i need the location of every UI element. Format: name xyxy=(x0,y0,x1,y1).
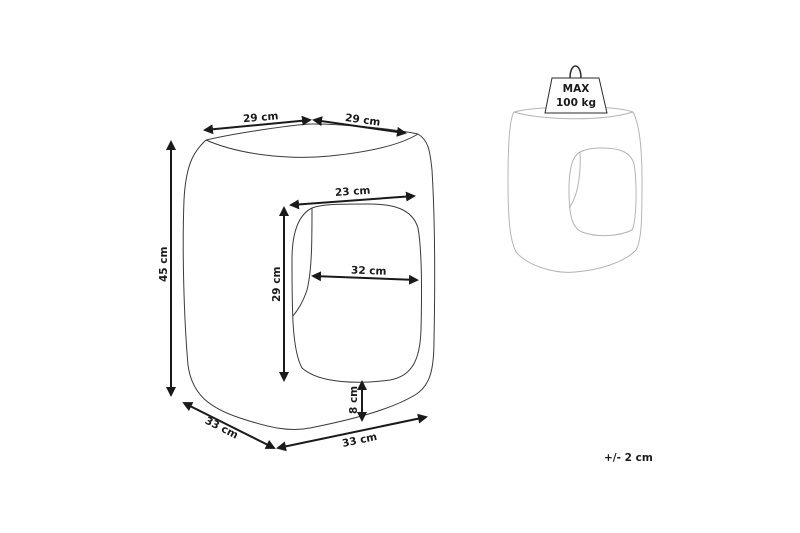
tolerance-note: +/- 2 cm xyxy=(604,452,653,464)
weight-handle-icon xyxy=(569,65,582,79)
weight-badge: MAX 100 kg xyxy=(544,65,608,114)
label-top-left-width: 29 cm xyxy=(243,110,279,125)
load-illustration xyxy=(507,106,643,273)
main-product-outline xyxy=(182,123,436,431)
label-opening-depth: 32 cm xyxy=(351,264,387,277)
label-top-right-depth: 29 cm xyxy=(344,112,381,129)
label-base-left: 33 cm xyxy=(203,415,240,442)
label-height: 45 cm xyxy=(158,247,170,282)
label-opening-bottom-offset: 8 cm xyxy=(348,386,360,414)
label-opening-height: 29 cm xyxy=(271,267,283,302)
weight-label-max: MAX xyxy=(563,83,590,95)
dimension-arrows xyxy=(166,115,428,452)
weight-label-value: 100 kg xyxy=(556,97,596,109)
label-opening-width: 23 cm xyxy=(335,185,371,199)
